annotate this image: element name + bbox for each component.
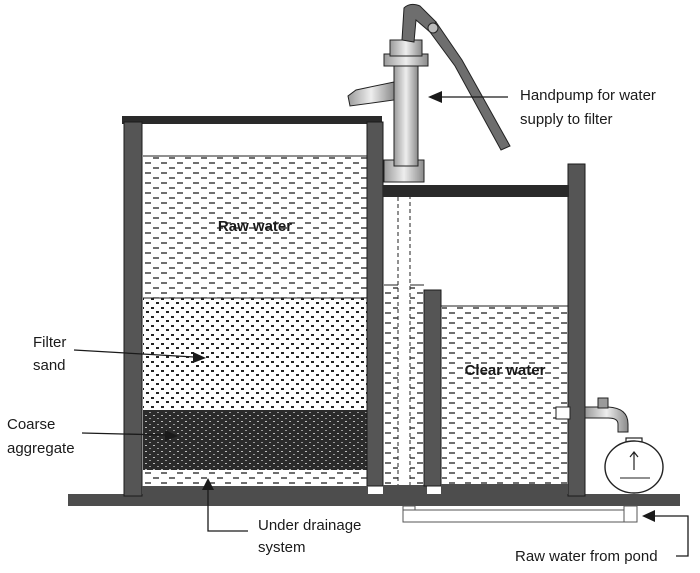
filter-sand-label-line1: Filter xyxy=(33,334,66,351)
filter-sand-leader-arrow xyxy=(73,349,206,363)
filter-sand-label-line2: sand xyxy=(33,357,66,374)
pond-leader-arrow xyxy=(642,510,689,557)
handpump-label-line1: Handpump for water xyxy=(520,87,656,104)
inlet-pipe xyxy=(402,505,638,523)
riser-pipe xyxy=(397,185,411,487)
right-tank-floor xyxy=(441,484,568,494)
coarse-aggregate-label-line2: aggregate xyxy=(7,440,75,457)
handpump-label-line2: supply to filter xyxy=(520,111,613,128)
under-drainage-leader-arrow xyxy=(202,478,248,532)
collection-vessel-icon xyxy=(604,437,664,494)
left-tank-wall-left xyxy=(123,121,143,497)
coarse-aggregate-layer xyxy=(143,410,368,470)
left-tank-wall-right xyxy=(366,121,384,487)
tap-icon xyxy=(555,397,629,433)
raw-water-from-pond-label: Raw water from pond xyxy=(515,548,658,565)
clear-water-label: Clear water xyxy=(465,362,546,379)
clear-water-layer xyxy=(442,306,568,484)
left-tank-rim xyxy=(122,116,382,124)
coarse-aggregate-leader-arrow xyxy=(81,430,178,441)
ground-slab xyxy=(68,494,680,506)
under-drain-layer xyxy=(143,470,368,486)
riser-chamber-floor xyxy=(383,485,427,494)
raw-water-layer xyxy=(143,156,368,298)
left-tank-floor xyxy=(142,486,368,494)
coarse-aggregate-label-line1: Coarse xyxy=(7,416,55,433)
filter-sand-layer xyxy=(143,298,368,410)
divider-wall xyxy=(423,289,442,487)
right-tank-wall xyxy=(567,163,586,497)
under-drainage-label-line2: system xyxy=(258,539,306,556)
under-drainage-label-line1: Under drainage xyxy=(258,517,361,534)
handpump-icon xyxy=(347,3,511,183)
cover-slab xyxy=(383,185,569,197)
raw-water-label: Raw water xyxy=(218,218,292,235)
pump-leader-arrow xyxy=(428,91,508,103)
